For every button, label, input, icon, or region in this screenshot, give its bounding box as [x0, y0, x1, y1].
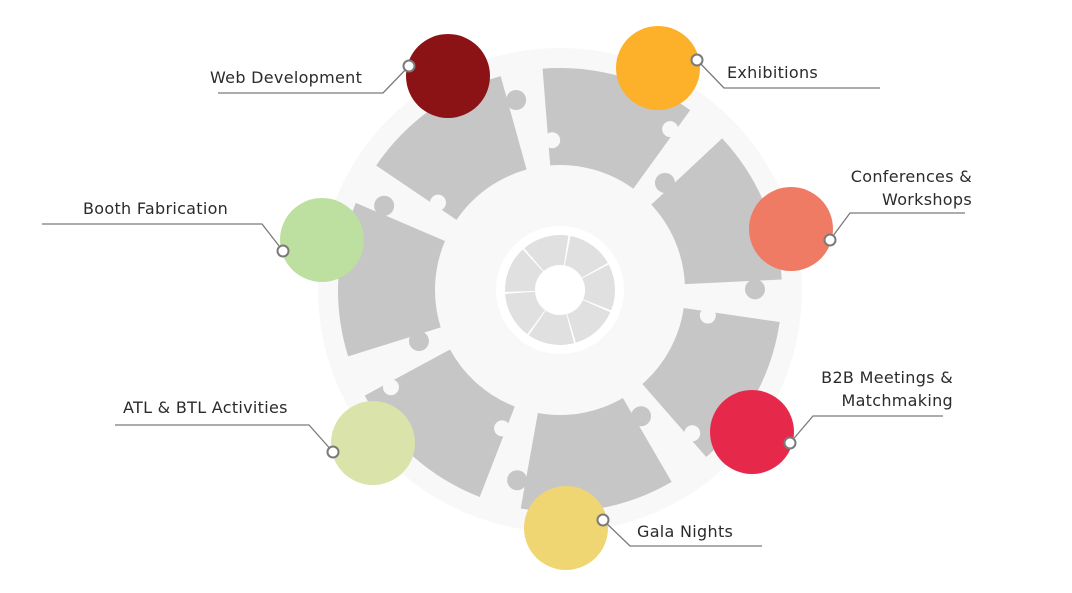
- puzzle-tab: [374, 195, 395, 216]
- puzzle-notch: [544, 132, 561, 149]
- connector-dot: [823, 233, 837, 247]
- puzzle-tab: [654, 172, 675, 193]
- leader-line: [602, 519, 762, 547]
- leader-line: [789, 415, 943, 444]
- puzzle-tab: [506, 89, 527, 110]
- label-conferences-line2: Workshops: [882, 190, 972, 209]
- leader-line: [218, 65, 410, 94]
- puzzle-tab: [631, 406, 652, 427]
- leader-line: [829, 212, 965, 241]
- connector-dot: [402, 59, 416, 73]
- puzzle-tab: [507, 470, 528, 491]
- puzzle-piece: [364, 349, 515, 497]
- label-conferences: Conferences & Workshops: [820, 165, 972, 211]
- connector-dot: [783, 436, 797, 450]
- label-b2b-line1: B2B Meetings &: [821, 368, 953, 387]
- leader-line: [696, 59, 880, 89]
- inner-puzzle-piece: [582, 264, 615, 311]
- service-bubble: [749, 187, 833, 271]
- inner-puzzle-piece: [567, 300, 611, 343]
- puzzle-piece: [642, 308, 780, 458]
- puzzle-notch: [430, 194, 447, 211]
- inner-puzzle-piece: [524, 235, 569, 272]
- connector-dot: [276, 244, 290, 258]
- leader-line: [115, 424, 334, 453]
- label-booth-fabrication: Booth Fabrication: [83, 199, 229, 218]
- center-hole: [537, 267, 583, 313]
- connector-dot: [326, 445, 340, 459]
- label-web-development: Web Development: [210, 68, 363, 87]
- puzzle-notch: [684, 425, 701, 442]
- service-bubble: [710, 390, 794, 474]
- label-atl-btl: ATL & BTL Activities: [123, 398, 288, 417]
- puzzle-piece: [376, 76, 527, 220]
- label-b2b-line2: Matchmaking: [841, 391, 953, 410]
- puzzle-piece: [520, 398, 672, 513]
- inner-puzzle-piece: [505, 291, 546, 335]
- service-bubble: [331, 401, 415, 485]
- puzzle-tab: [744, 279, 765, 300]
- inner-puzzle-piece: [505, 249, 544, 292]
- service-bubble: [280, 198, 364, 282]
- connector-dot: [690, 53, 704, 67]
- label-b2b-meetings: B2B Meetings & Matchmaking: [790, 366, 953, 412]
- puzzle-piece: [338, 202, 446, 357]
- puzzle-notch: [494, 420, 511, 437]
- service-bubble: [616, 26, 700, 110]
- puzzle-notch: [699, 307, 716, 324]
- puzzle-piece: [651, 138, 782, 285]
- inner-puzzle-piece: [528, 310, 575, 345]
- connector-dot: [596, 513, 610, 527]
- puzzle-tab: [408, 331, 429, 352]
- service-bubble: [524, 486, 608, 570]
- label-gala-nights: Gala Nights: [637, 522, 734, 541]
- label-exhibitions: Exhibitions: [727, 63, 819, 82]
- puzzle-notch: [382, 379, 399, 396]
- service-bubble: [406, 34, 490, 118]
- leader-line: [42, 223, 284, 252]
- inner-puzzle-piece: [564, 236, 608, 278]
- puzzle-notch: [662, 121, 679, 138]
- label-conferences-line1: Conferences &: [850, 167, 972, 186]
